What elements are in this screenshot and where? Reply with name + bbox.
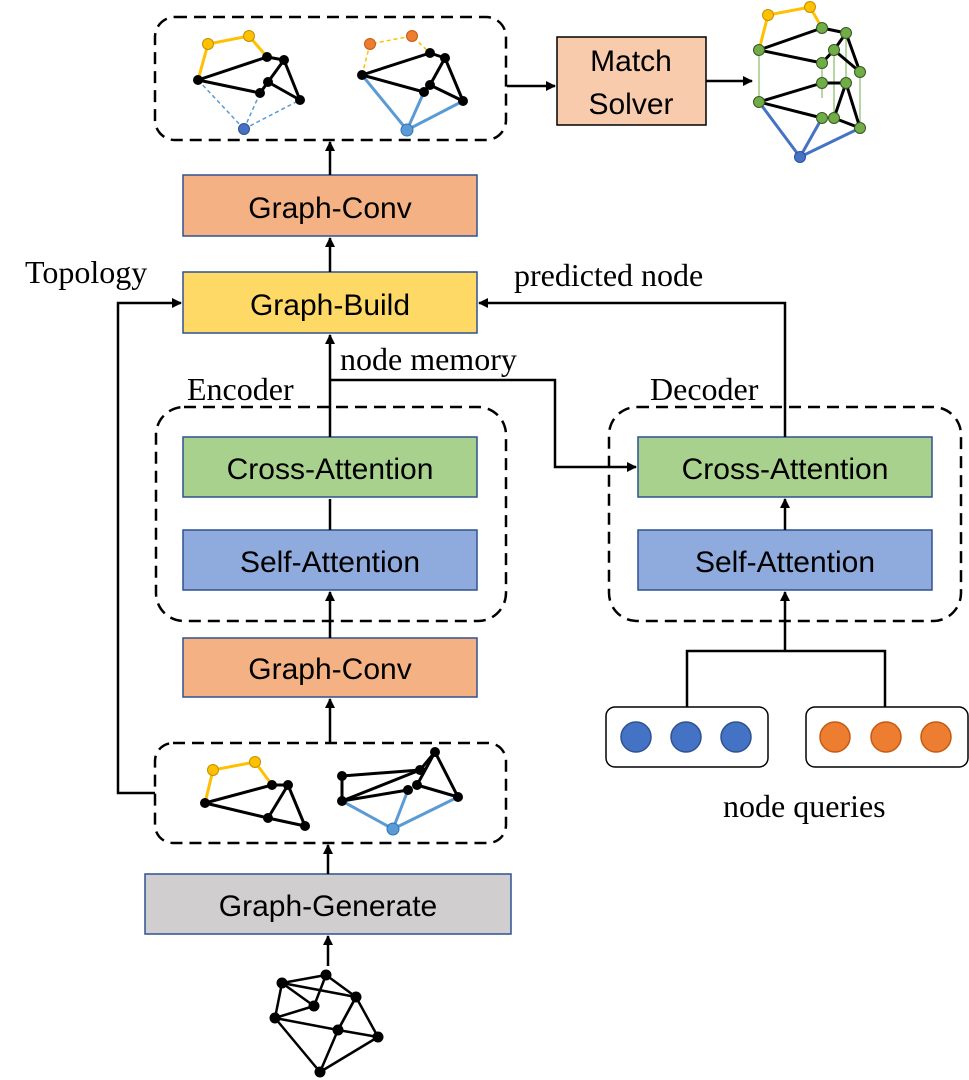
node-queries-label: node queries xyxy=(723,788,886,824)
query-node xyxy=(870,721,902,753)
match-solver-label-line2: Solver xyxy=(588,88,673,121)
graph-generate-label: Graph-Generate xyxy=(219,890,437,923)
arrow-queries-connector xyxy=(685,649,887,707)
graph-conv-top-label: Graph-Conv xyxy=(248,192,411,225)
query-node xyxy=(819,721,851,753)
dec-self-attention-label: Self-Attention xyxy=(695,546,875,579)
arrow-predicted-node-connector xyxy=(478,298,787,437)
enc-self-attention-block xyxy=(182,529,478,591)
topology-label: Topology xyxy=(25,254,147,290)
dec-cross-attention-label: Cross-Attention xyxy=(682,453,889,486)
node-memory-label: node memory xyxy=(340,341,517,377)
bottom-graph-right xyxy=(337,747,463,836)
enc-cross-attention-block xyxy=(182,436,478,498)
connectors xyxy=(116,76,887,966)
query-node xyxy=(670,721,702,753)
graph-conv-top-block xyxy=(182,174,478,237)
matched-result-graph xyxy=(753,1,866,163)
decoder-label: Decoder xyxy=(650,371,759,407)
enc-self-attention-label: Self-Attention xyxy=(240,546,420,579)
predicted-node-label: predicted node xyxy=(514,257,703,293)
encoder-label: Encoder xyxy=(187,371,294,407)
graph-generate-block xyxy=(144,873,512,935)
top-graph-left xyxy=(193,30,305,135)
node-queries-orange xyxy=(805,706,969,768)
enc-cross-attention-label: Cross-Attention xyxy=(227,453,434,486)
top-graph-group xyxy=(153,15,508,142)
top-graph-right xyxy=(357,30,468,137)
bottom-graph-left xyxy=(200,756,310,831)
query-node xyxy=(920,721,952,753)
match-solver-label-line1: Match xyxy=(590,45,672,78)
arrow-topology-connector xyxy=(116,298,182,795)
graph-conv-mid-block xyxy=(182,637,478,698)
query-node xyxy=(720,721,752,753)
arrow-node-memory-connector xyxy=(330,378,637,472)
match-solver-block xyxy=(556,36,707,126)
graph-build-label: Graph-Build xyxy=(250,289,410,322)
query-node xyxy=(620,721,652,753)
graph-build-block xyxy=(182,271,478,334)
input-graph xyxy=(269,969,384,1078)
graph-conv-mid-label: Graph-Conv xyxy=(248,653,411,686)
node-queries-blue xyxy=(605,706,769,768)
